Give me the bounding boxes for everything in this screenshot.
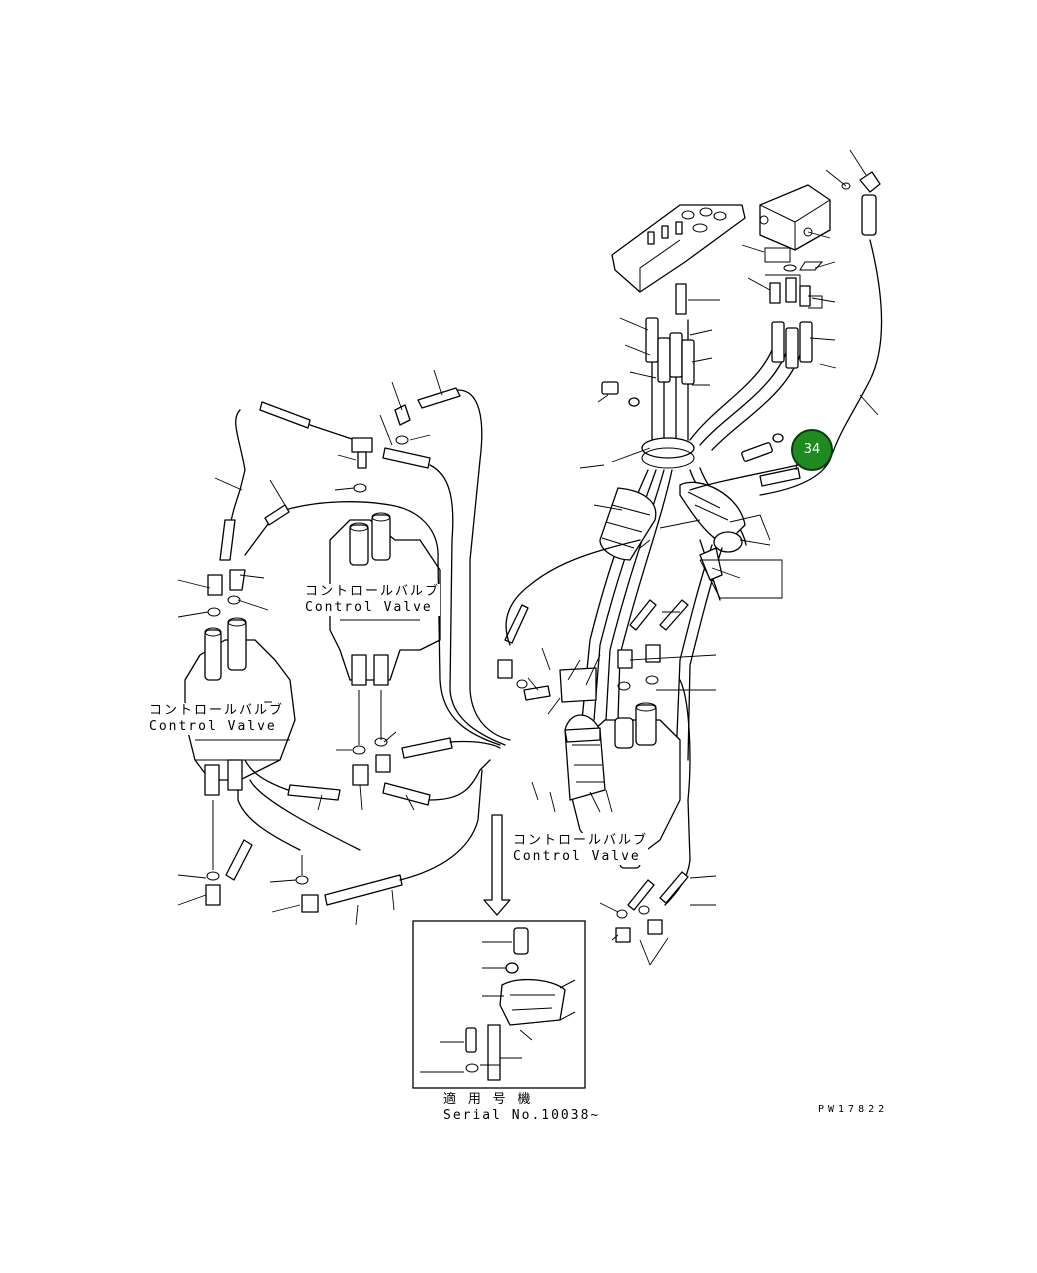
center-control-valve-label-jp: コントロールバルブ [513,833,649,848]
upper-control-valve-label: コントロールバルブ Control Valve [305,584,441,616]
callout-34[interactable]: 34 [791,429,833,471]
right-lower-piping [497,539,691,943]
serial-applicability-label: 適 用 号 機 Serial No.10038~ [443,1092,601,1124]
serial-label-jp: 適 用 号 機 [443,1092,533,1107]
left-control-valve-label-jp: コントロールバルブ [149,703,285,718]
detail-inset [412,920,586,1089]
upper-control-valve-label-jp: コントロールバルブ [305,584,441,599]
left-piping [205,387,511,913]
left-control-valve-label-en: Control Valve [149,719,277,734]
detail-arrow [483,814,511,916]
top-right-valve-block [759,171,881,309]
leader-lines [177,149,879,1073]
drawing-code: PW17822 [818,1104,889,1115]
center-control-valve-label: コントロールバルブ Control Valve [513,833,649,865]
serial-label-en: Serial No.10038~ [443,1108,601,1123]
bolt-washer-set [601,381,801,487]
center-control-valve-label-en: Control Valve [513,849,641,864]
hose-bundle [581,239,883,761]
upper-control-valve-label-en: Control Valve [305,600,433,615]
left-control-valve-label: コントロールバルブ Control Valve [149,703,285,735]
top-bracket-assembly [611,204,746,315]
